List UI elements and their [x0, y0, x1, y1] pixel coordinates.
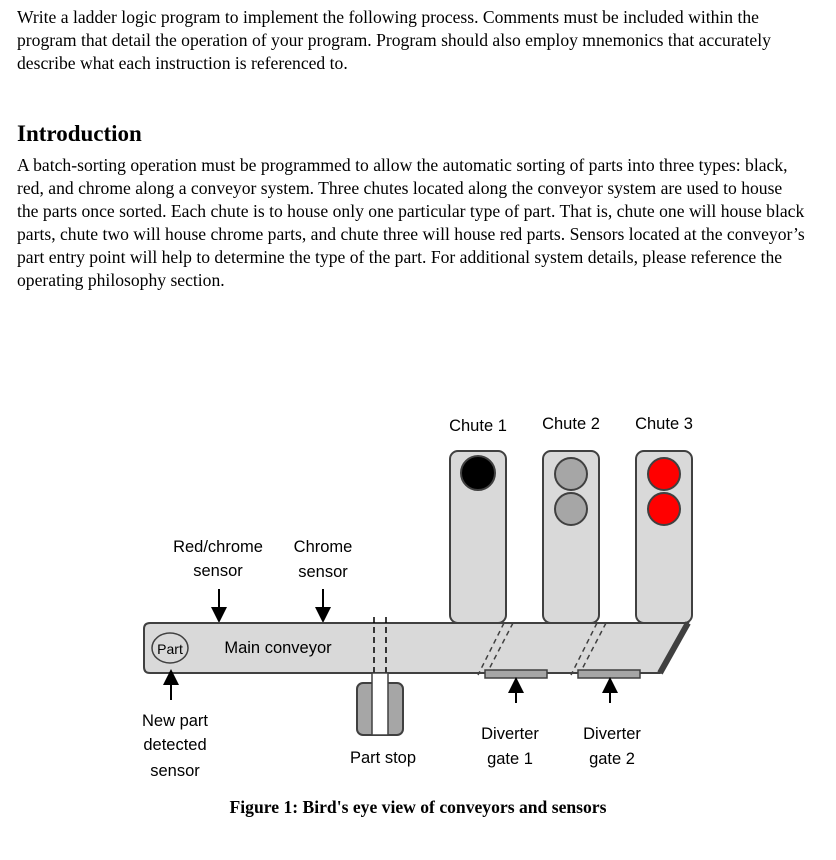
- diverter-gate-1-label: gate 1: [487, 750, 533, 768]
- conveyor-diagram: Chute 1 Chute 2 Chute 3 Red/chrome senso…: [142, 415, 693, 780]
- instructions-paragraph: Write a ladder logic program to implemen…: [17, 7, 771, 73]
- chute-1-part: [460, 455, 496, 491]
- part-stop-label: Part stop: [350, 749, 416, 767]
- diverter-2-path: [570, 622, 598, 676]
- chute-2-part: [554, 457, 588, 491]
- new-part-sensor-label: New part: [142, 712, 208, 730]
- part-icon: [151, 632, 189, 664]
- figure-caption: Figure 1: Bird's eye view of conveyors a…: [229, 797, 607, 817]
- chrome-sensor-label: sensor: [298, 563, 348, 581]
- part-stop-rod: [371, 672, 389, 736]
- main-conveyor: [143, 622, 690, 674]
- chute-2-part: [554, 492, 588, 526]
- diverter-2-path: [578, 622, 607, 676]
- diverter-gate-2: [577, 669, 641, 679]
- red-chrome-sensor-label: sensor: [193, 562, 243, 580]
- chute-1-label: Chute 1: [449, 417, 507, 435]
- diverter-gate-2-label: Diverter: [583, 725, 641, 743]
- introduction-paragraph: A batch-sorting operation must be progra…: [17, 155, 805, 290]
- main-conveyor-label: Main conveyor: [224, 639, 332, 657]
- conveyor-end: [657, 621, 691, 675]
- red-chrome-sensor-label: Red/chrome: [173, 538, 263, 556]
- part-label: Part: [157, 641, 183, 657]
- chrome-sensor-label: Chrome: [294, 538, 353, 556]
- chute-3-label: Chute 3: [635, 415, 693, 433]
- diverter-1-path: [477, 622, 505, 676]
- new-part-sensor-label: detected: [143, 736, 206, 754]
- diverter-1-path: [485, 622, 514, 676]
- chute-3-part: [647, 492, 681, 526]
- diverter-gate-1: [484, 669, 548, 679]
- new-part-sensor-label: sensor: [150, 762, 200, 780]
- diverter-gate-1-label: Diverter: [481, 725, 539, 743]
- chute-3-part: [647, 457, 681, 491]
- chute-2-label: Chute 2: [542, 415, 600, 433]
- diverter-gate-2-label: gate 2: [589, 750, 635, 768]
- section-heading: Introduction: [17, 121, 142, 146]
